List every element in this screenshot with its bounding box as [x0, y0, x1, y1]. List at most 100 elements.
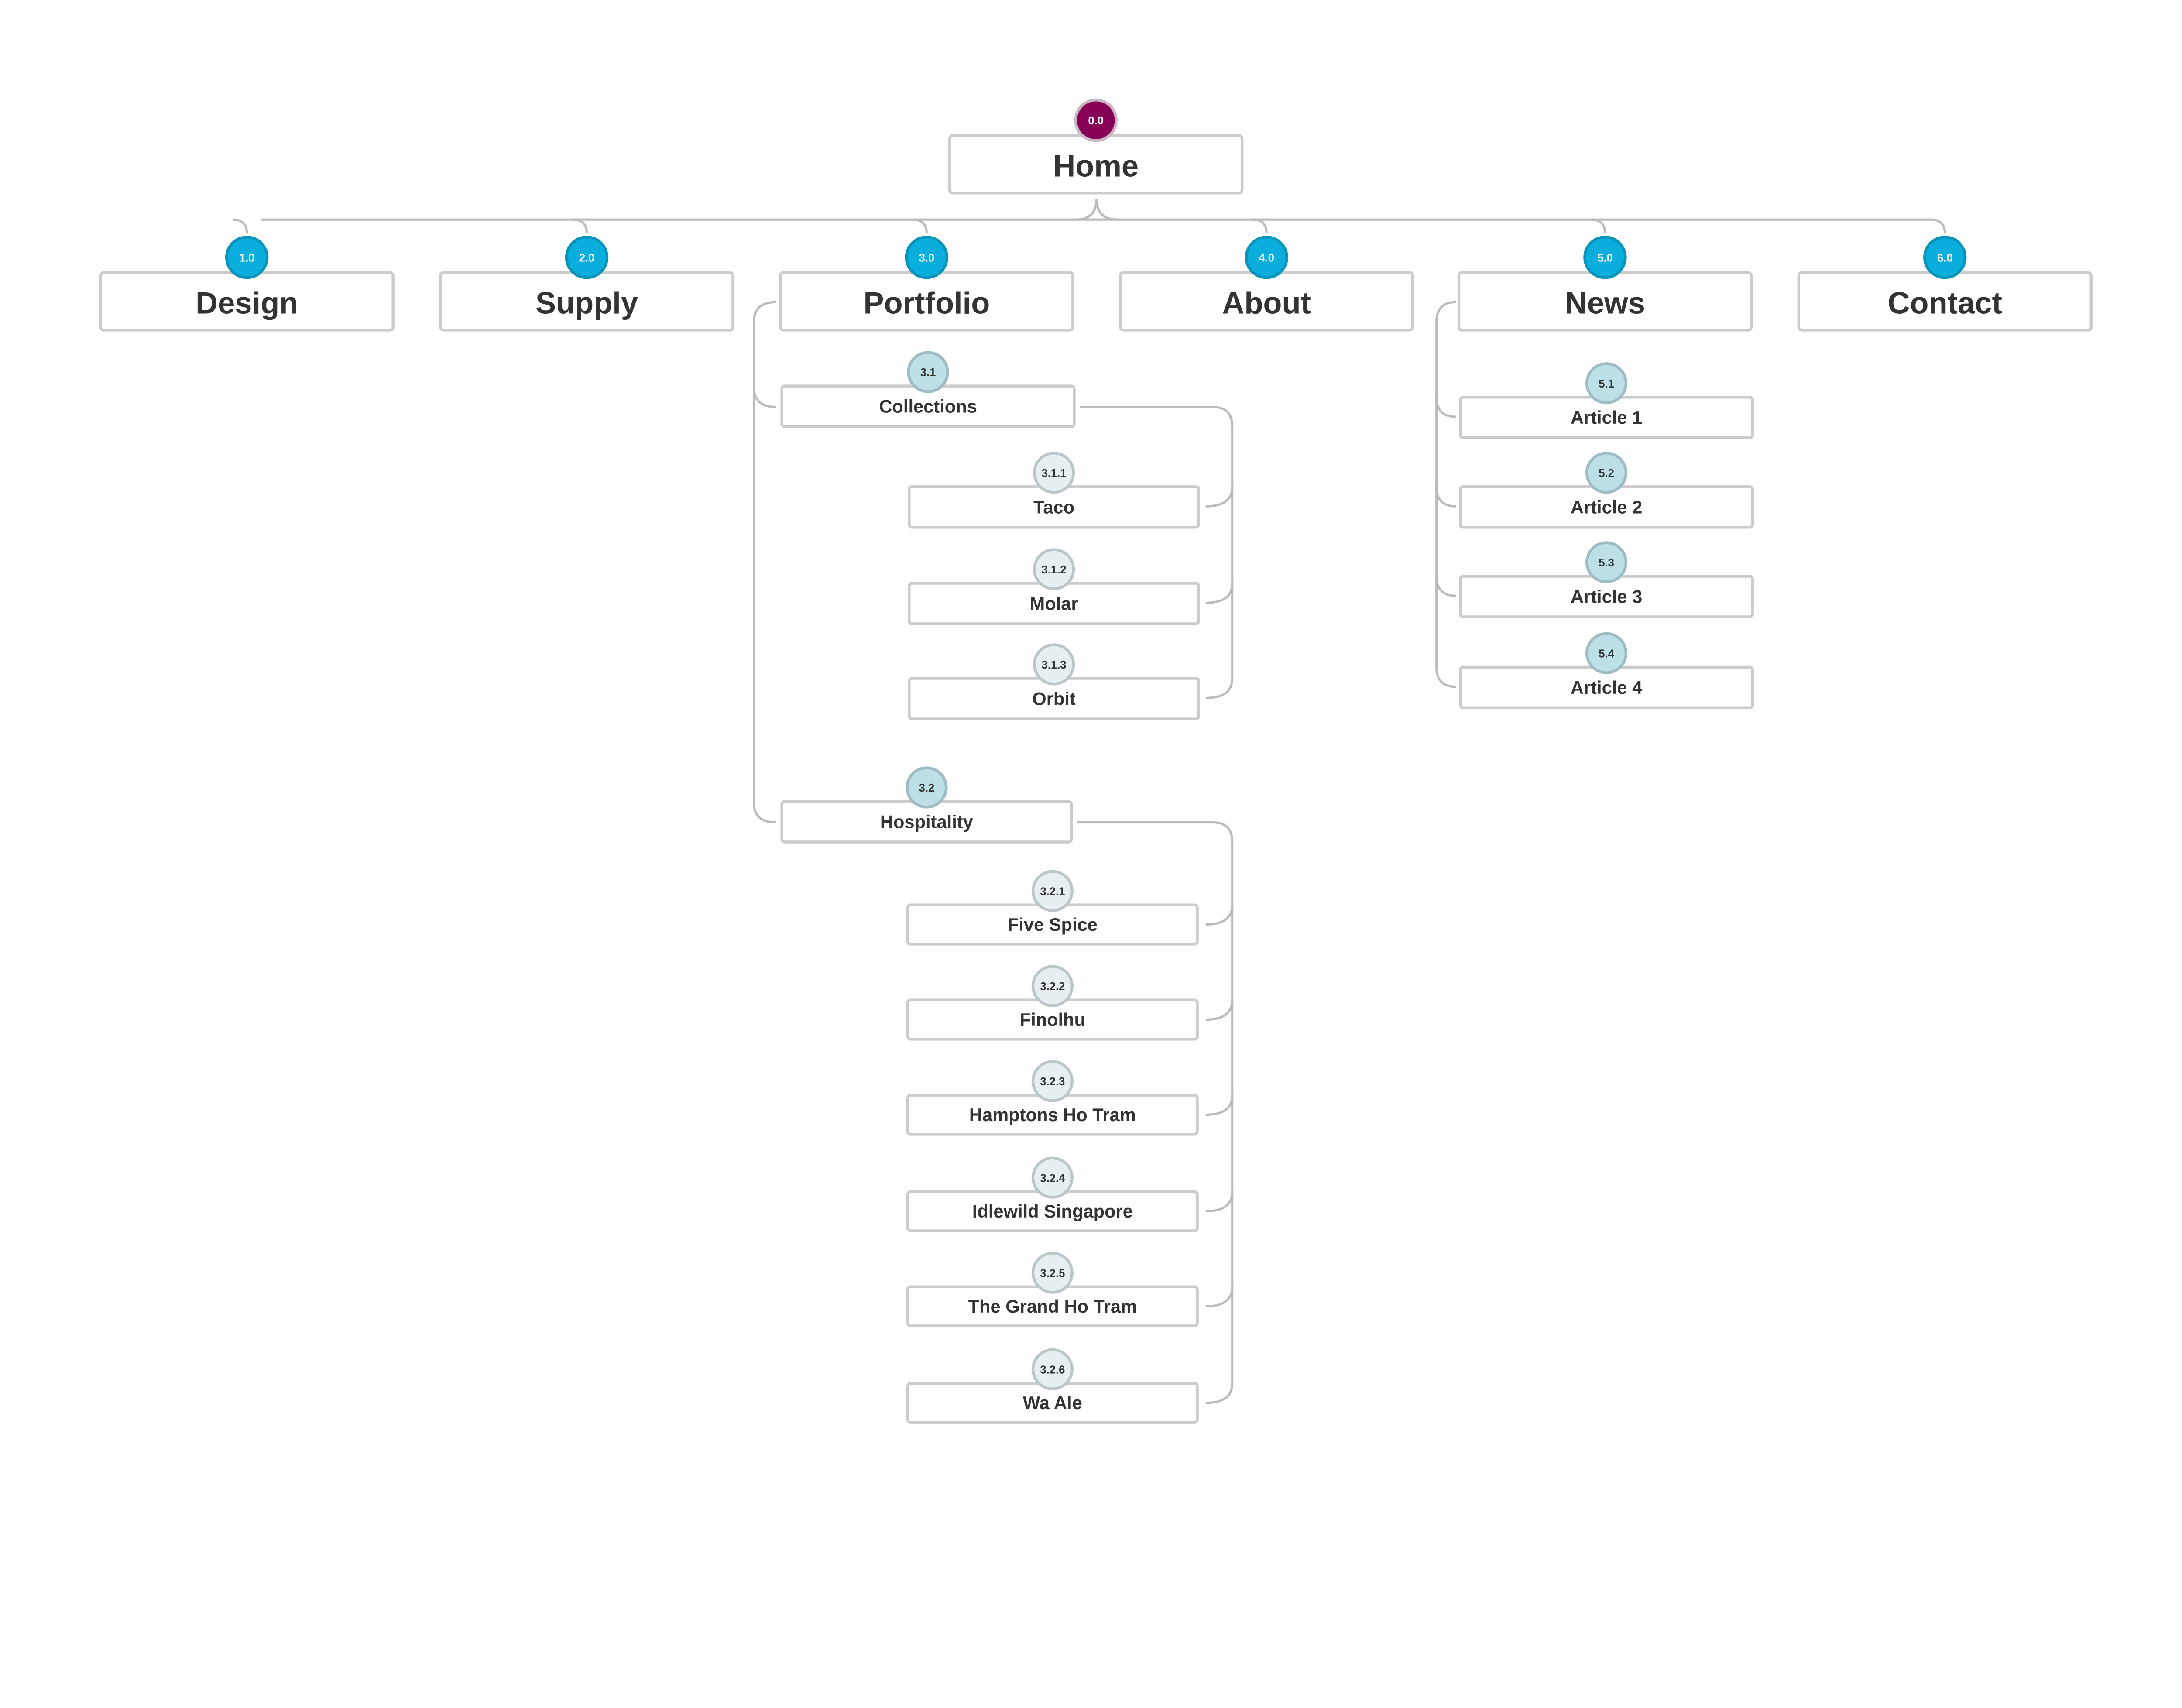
node-about[interactable]: About 4.0 — [1119, 236, 1414, 332]
node-number: 3.1.2 — [1042, 564, 1067, 576]
node-number: 3.2.1 — [1040, 885, 1065, 898]
node-number: 5.3 — [1599, 557, 1614, 569]
node-number: 3.1.3 — [1042, 659, 1067, 671]
node-the-grand-ho-tram[interactable]: The Grand Ho Tram 3.2.5 — [906, 1252, 1199, 1327]
node-home[interactable]: Home 0.0 — [948, 98, 1244, 195]
node-taco[interactable]: Taco 3.1.1 — [908, 452, 1200, 529]
node-news[interactable]: News 5.0 — [1457, 236, 1753, 332]
connector-portfolio — [753, 301, 776, 824]
node-number-badge — [1031, 1252, 1074, 1294]
node-number: 5.1 — [1599, 378, 1614, 390]
node-label: Home — [1053, 148, 1139, 183]
node-number: 3.2.4 — [1040, 1172, 1065, 1184]
connector-level1 — [1252, 218, 1268, 234]
node-article-2[interactable]: Article 2 5.2 — [1458, 452, 1754, 529]
node-number-badge — [565, 236, 609, 279]
node-label: Article 1 — [1571, 407, 1642, 428]
node-number: 1.0 — [239, 252, 255, 264]
node-number-badge — [1033, 452, 1075, 494]
connector-hospitality — [1077, 821, 1234, 1404]
node-label: Hospitality — [880, 812, 973, 832]
node-number-badge — [1923, 236, 1967, 279]
connector-level1 — [233, 218, 248, 234]
node-number-badge — [1074, 98, 1118, 142]
node-number-badge — [1585, 632, 1628, 674]
node-number: 3.2.3 — [1040, 1076, 1065, 1088]
node-label: The Grand Ho Tram — [968, 1296, 1137, 1317]
node-label: Molar — [1030, 593, 1078, 614]
node-label: News — [1565, 285, 1645, 320]
node-number-badge — [1031, 1156, 1074, 1199]
node-number: 3.2.5 — [1040, 1267, 1065, 1279]
connector-level1 — [913, 218, 928, 234]
node-number-badge — [907, 351, 949, 393]
node-label: Taco — [1033, 497, 1074, 517]
node-number-badge — [1031, 870, 1074, 912]
node-label: Article 3 — [1571, 586, 1642, 607]
connector-hospitality-child — [1205, 1191, 1234, 1213]
connector-level1 — [1591, 218, 1606, 234]
connector-collections-child — [1205, 487, 1234, 508]
node-number: 0.0 — [1088, 115, 1104, 127]
node-number-badge — [1033, 643, 1075, 686]
connector-collections-child — [1205, 583, 1234, 604]
node-finolhu[interactable]: Finolhu 3.2.2 — [906, 965, 1199, 1041]
node-number-badge — [1245, 236, 1288, 279]
node-idlewild-singapore[interactable]: Idlewild Singapore 3.2.4 — [906, 1156, 1199, 1232]
node-contact[interactable]: Contact 6.0 — [1797, 236, 2093, 332]
node-number: 6.0 — [1937, 252, 1953, 264]
connector-news — [1435, 301, 1456, 688]
connector-root — [1075, 199, 1118, 221]
node-number: 4.0 — [1259, 252, 1274, 264]
node-number: 2.0 — [579, 252, 595, 264]
node-label: Article 2 — [1571, 497, 1642, 517]
node-number: 3.2 — [919, 782, 935, 794]
node-label: Idlewild Singapore — [972, 1201, 1133, 1221]
node-number: 5.0 — [1597, 252, 1613, 264]
connector-hospitality-child — [1205, 1095, 1234, 1116]
node-label: Design — [196, 285, 298, 320]
connector-hospitality-child — [1205, 905, 1234, 926]
node-label: Article 4 — [1571, 677, 1642, 698]
node-label: Five Spice — [1008, 914, 1098, 935]
connector-collections — [1080, 406, 1234, 699]
node-design[interactable]: Design 1.0 — [99, 236, 395, 332]
node-number-badge — [905, 236, 949, 279]
connectors — [233, 199, 1946, 1404]
connector-news-child — [1435, 397, 1456, 418]
connector-hospitality-child — [1205, 1000, 1234, 1021]
node-number: 3.0 — [919, 252, 935, 264]
node-number: 5.2 — [1599, 467, 1614, 480]
node-five-spice[interactable]: Five Spice 3.2.1 — [906, 870, 1199, 946]
node-label: Orbit — [1032, 688, 1076, 709]
node-number-badge — [1031, 1060, 1074, 1102]
node-label: Finolhu — [1020, 1009, 1085, 1030]
connector-hospitality-child — [1205, 1286, 1234, 1308]
node-article-4[interactable]: Article 4 5.4 — [1458, 632, 1754, 709]
node-number: 5.4 — [1599, 648, 1614, 660]
node-orbit[interactable]: Orbit 3.1.3 — [908, 643, 1200, 720]
node-label: Contact — [1888, 285, 2002, 320]
node-article-3[interactable]: Article 3 5.3 — [1458, 541, 1754, 618]
node-number: 3.1.1 — [1042, 467, 1067, 480]
node-label: About — [1222, 285, 1311, 320]
node-number-badge — [1583, 236, 1627, 279]
node-hospitality[interactable]: Hospitality 3.2 — [780, 766, 1073, 844]
node-number-badge — [1585, 541, 1628, 583]
connector-portfolio-collections — [753, 387, 776, 408]
connector-level1 — [573, 218, 588, 234]
node-article-1[interactable]: Article 1 5.1 — [1458, 362, 1754, 439]
sitemap-diagram: Home0.0Design1.0Supply2.0Portfolio3.0Abo… — [99, 98, 2093, 1424]
nodes: Home0.0Design1.0Supply2.0Portfolio3.0Abo… — [99, 98, 2093, 1424]
node-number-badge — [1031, 1348, 1074, 1390]
node-molar[interactable]: Molar 3.1.2 — [908, 548, 1200, 625]
node-number: 3.2.6 — [1040, 1364, 1065, 1376]
node-number: 3.2.2 — [1040, 981, 1065, 993]
node-number-badge — [1585, 362, 1628, 405]
node-number-badge — [1585, 452, 1628, 494]
